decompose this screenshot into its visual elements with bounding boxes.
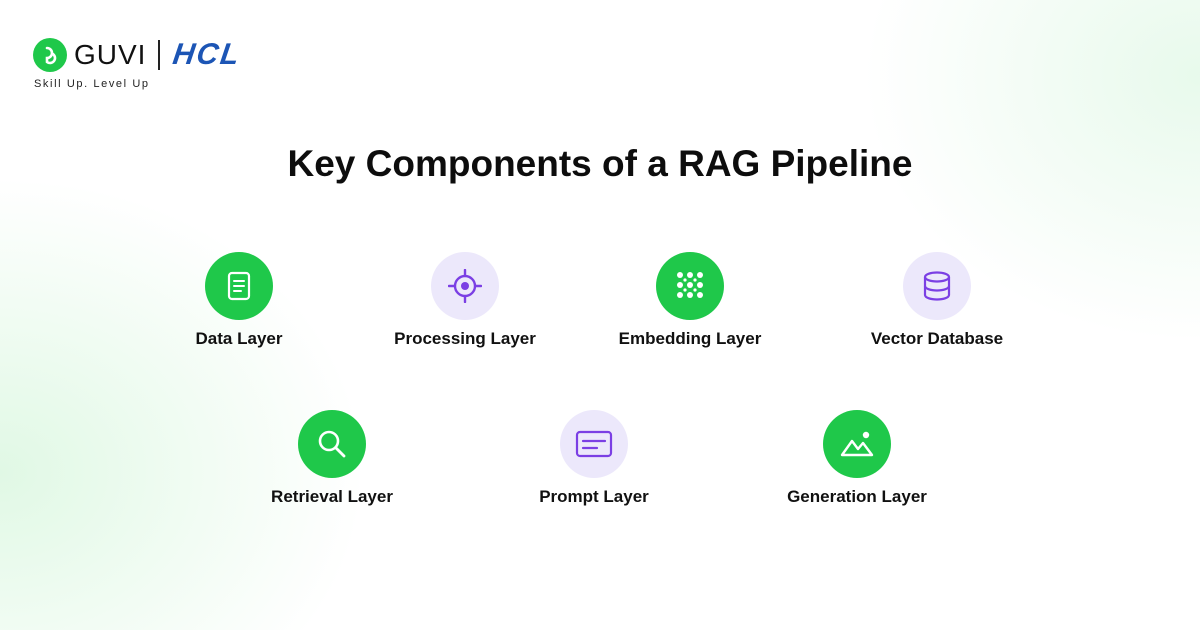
guvi-logo-icon: [33, 38, 67, 72]
component-label: Prompt Layer: [539, 487, 649, 506]
component-prompt-layer: Prompt Layer: [484, 410, 704, 507]
crosshair-icon: [431, 252, 499, 320]
component-label: Generation Layer: [787, 487, 927, 506]
document-icon: [205, 252, 273, 320]
component-label: Embedding Layer: [618, 329, 762, 348]
logo-divider: [158, 40, 160, 70]
database-icon: [903, 252, 971, 320]
hcl-wordmark: HCL: [170, 38, 244, 71]
component-vector-database: Vector Database: [827, 252, 1047, 349]
component-data-layer: Data Layer: [129, 252, 349, 349]
brand-tagline: Skill Up. Level Up: [34, 78, 150, 90]
guvi-wordmark: GUVI: [74, 39, 147, 70]
component-embedding-layer: Embedding Layer: [580, 252, 800, 349]
component-label: Data Layer: [195, 329, 283, 348]
component-label: Processing Layer: [394, 329, 536, 348]
image-mountain-icon: [823, 410, 891, 478]
component-label: Vector Database: [870, 329, 1004, 348]
text-box-icon: [560, 410, 628, 478]
page-title: Key Components of a RAG Pipeline: [287, 143, 913, 184]
search-icon: [298, 410, 366, 478]
brand-logo: GUVI HCL Skill Up. Level Up: [33, 38, 244, 90]
component-generation-layer: Generation Layer: [747, 410, 967, 507]
component-label: Retrieval Layer: [271, 487, 393, 506]
dot-grid-icon: [656, 252, 724, 320]
component-processing-layer: Processing Layer: [355, 252, 575, 349]
component-retrieval-layer: Retrieval Layer: [222, 410, 442, 507]
